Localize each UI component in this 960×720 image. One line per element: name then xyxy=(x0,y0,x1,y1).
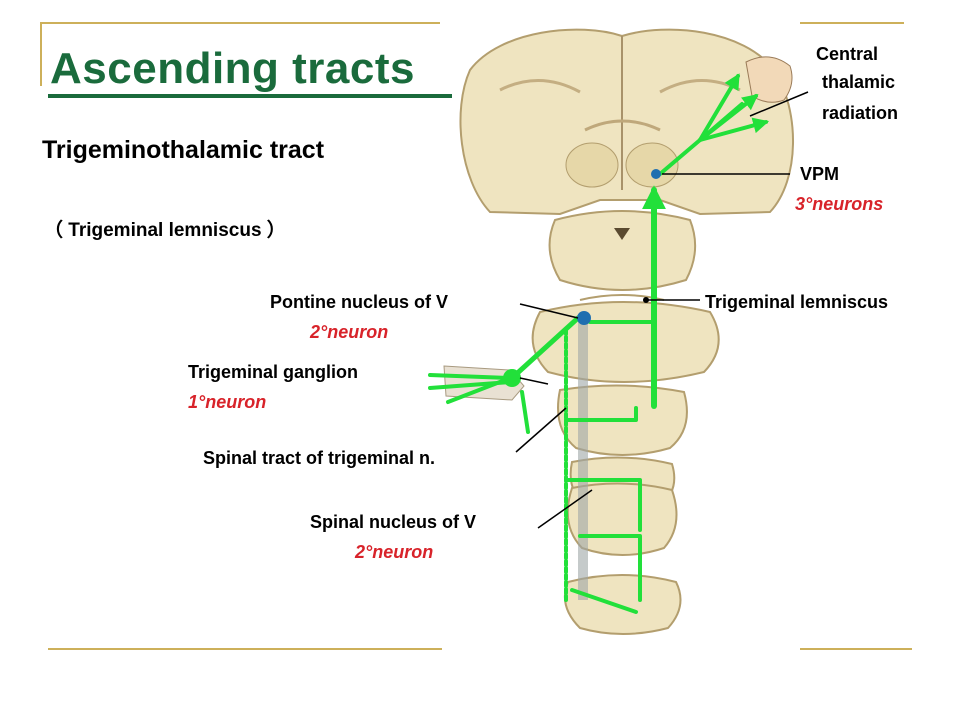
frame-left-vertical-line xyxy=(40,22,42,86)
frame-top-left-line xyxy=(40,22,440,24)
label-vpm-neurons: 3°neurons xyxy=(795,194,884,214)
green-pathways xyxy=(428,73,770,614)
spinal-cord-lower-section xyxy=(564,574,682,635)
brain-coronal-section xyxy=(459,28,794,216)
label-central: Central xyxy=(816,44,879,64)
pons-section xyxy=(531,294,720,383)
subtitle-parenthetical: （ Trigeminal lemniscus ） xyxy=(44,220,286,241)
label-pontine-neuron: 2°neuron xyxy=(310,322,389,342)
label-spinal-tract: Spinal tract of trigeminal n. xyxy=(203,448,436,468)
face-sketch xyxy=(745,56,793,103)
label-vpm: VPM xyxy=(800,164,840,184)
pontine-neuron-dot xyxy=(577,311,591,325)
slide-title: Ascending tracts xyxy=(50,44,415,93)
slide-subtitle: Trigeminothalamic tract xyxy=(42,136,325,164)
label-trigeminal-ganglion: Trigeminal ganglion xyxy=(188,362,359,382)
leader-lines xyxy=(515,91,809,529)
frame-bottom-left-line xyxy=(48,648,442,650)
label-ganglion-neuron: 1°neuron xyxy=(188,392,267,412)
frame-top-right-line xyxy=(800,22,904,24)
label-thalamic: thalamic xyxy=(822,72,896,92)
label-trigeminal-lemniscus: Trigeminal lemniscus xyxy=(705,292,889,312)
spinal-tract-column xyxy=(578,320,588,600)
label-spinal-nucleus: Spinal nucleus of V xyxy=(310,512,477,532)
label-pontine-nucleus: Pontine nucleus of V xyxy=(270,292,449,312)
midbrain-section xyxy=(548,210,697,291)
vpm-neuron-dot xyxy=(651,169,661,179)
label-spinal-neuron: 2°neuron xyxy=(355,542,434,562)
frame-bottom-right-line xyxy=(800,648,912,650)
label-radiation: radiation xyxy=(822,103,899,123)
title-underline xyxy=(48,94,452,98)
ganglion-neuron-dot xyxy=(503,369,521,387)
